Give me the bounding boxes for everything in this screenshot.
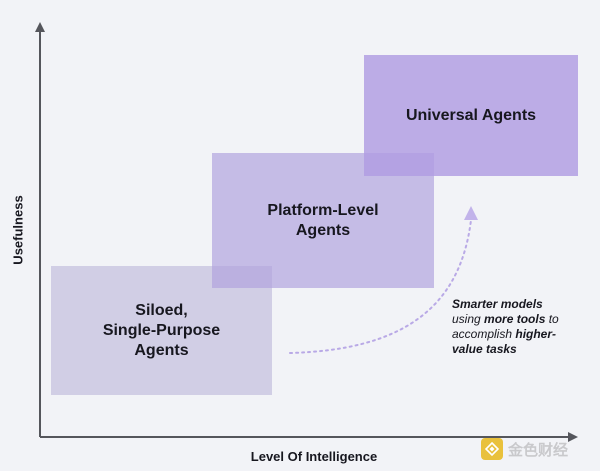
siloed-agents-label: Siloed, Single-Purpose Agents: [102, 301, 221, 359]
progress-curve-path: [289, 219, 472, 354]
universal-agents-label: Universal Agents: [405, 106, 537, 124]
universal-agents-box: Universal Agents: [364, 55, 578, 176]
annotation-part-7: value tasks: [452, 342, 517, 356]
watermark: 金色财经: [481, 438, 568, 460]
progress-curve-arrowhead: [464, 206, 478, 220]
annotation-part-6: higher-: [515, 327, 557, 341]
y-axis-arrow: [35, 22, 45, 32]
y-axis-label: Usefulness: [10, 195, 26, 265]
annotation-part-3: more tools: [484, 312, 546, 326]
platform-level-agents-label: Platform-Level Agents: [267, 201, 379, 239]
watermark-text: 金色财经: [508, 441, 569, 459]
annotation-part-2: using: [452, 312, 485, 326]
annotation-part-1: Smarter models: [452, 297, 543, 311]
x-axis-arrow: [568, 432, 578, 442]
annotation-text: Smarter models using more tools to accom…: [452, 297, 582, 357]
annotation-part-4: to: [545, 312, 559, 326]
platform-level-agents-box: Platform-Level Agents: [212, 153, 434, 288]
x-axis-label: Level Of Intelligence: [250, 449, 378, 464]
watermark-logo-icon: [481, 438, 503, 460]
annotation-part-5: accomplish: [452, 327, 516, 341]
